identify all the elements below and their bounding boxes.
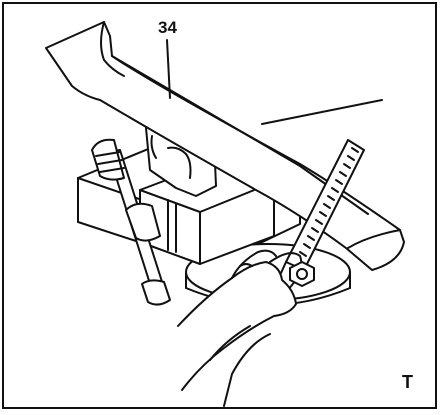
vise-bolt: [289, 261, 315, 287]
callout-leader-line: [166, 39, 171, 99]
callout-label: 34: [158, 18, 177, 37]
hands: [177, 249, 303, 407]
vise-handle: [91, 138, 171, 306]
bench-edge-line: [261, 99, 383, 125]
figure-letter: T: [402, 372, 413, 392]
